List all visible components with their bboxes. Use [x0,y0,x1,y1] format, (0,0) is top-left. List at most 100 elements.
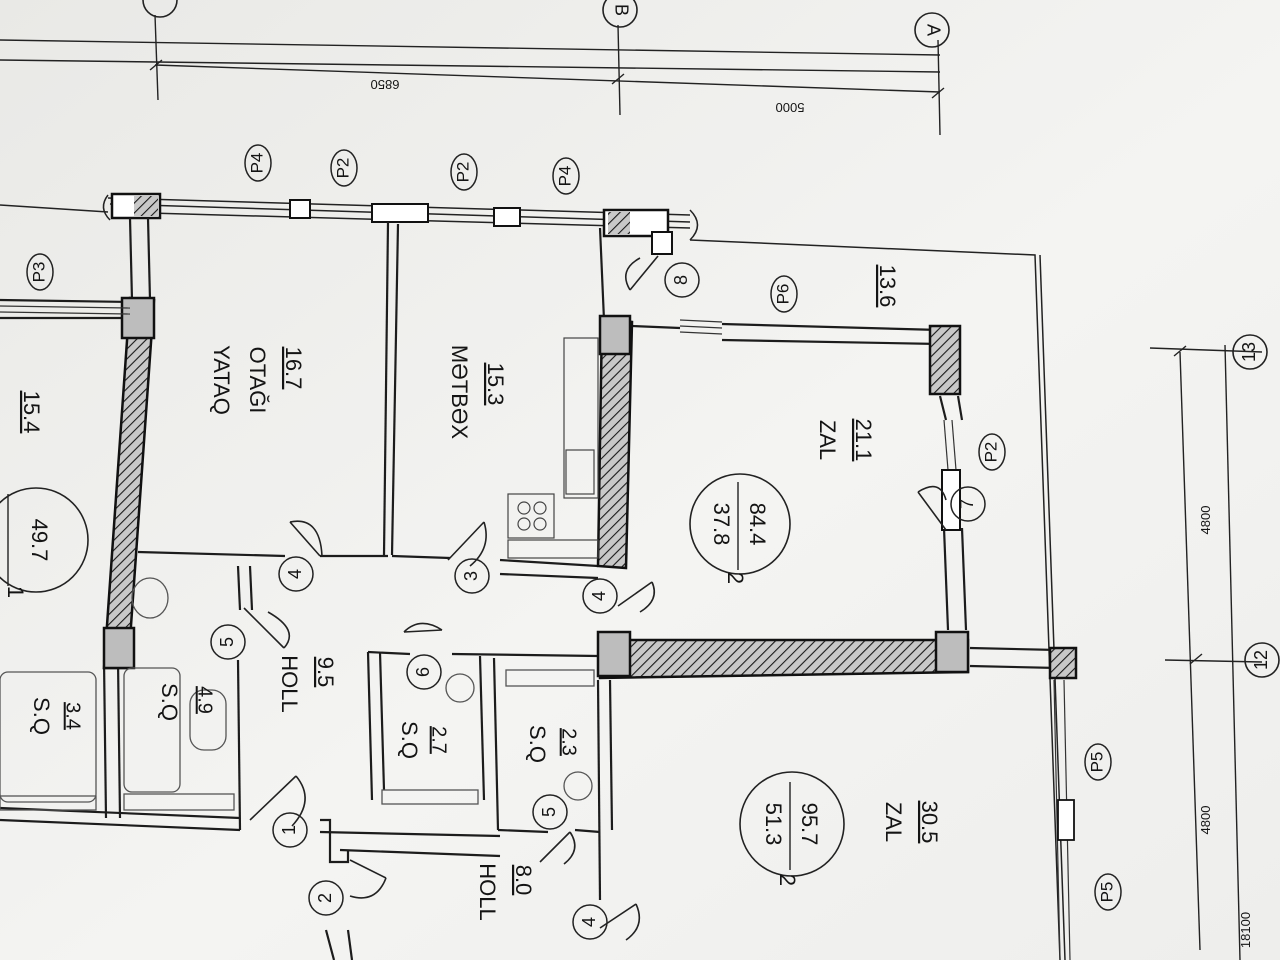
apartment-left-living: 49.7 [27,519,52,562]
axis-12-label: 12 [1251,650,1271,670]
axis-marker-partial [142,0,178,18]
interior-walls [0,217,1059,960]
window-tag-p3: P3 [26,253,54,291]
svg-text:7: 7 [957,499,977,509]
svg-text:P6: P6 [773,284,792,305]
room-name-holl-upper: HOLL [277,655,302,712]
room-area-yataq: 16.7 [281,347,306,390]
svg-text:4.9: 4.9 [194,686,216,714]
room-sq-d: S.Q 3.4 [29,697,84,735]
svg-text:4: 4 [589,591,609,601]
svg-text:P5: P5 [1097,882,1116,903]
room-zal-upper: ZAL 21.1 [815,419,876,462]
door-number-8: 8 [664,262,700,298]
apartment-upper-total: 84.4 [745,503,770,546]
door-number-4-zal: 4 [582,578,618,614]
window-tag-p2-b: P2 [450,153,478,191]
door-swings [243,255,947,941]
corner-column-right-hatch [608,212,630,234]
dimension-5000: 5000 [776,100,805,115]
window-tag-p2-a: P2 [330,149,358,187]
dimension-6850: 6850 [371,77,400,92]
room-sq-c: S.Q 2.3 [525,725,580,763]
axis-a-label: A [923,24,943,36]
room-metbex: MƏTBƏX 15.3 [447,345,508,440]
window-tag-p4-right: P4 [552,157,580,195]
window-pier-zal-lower [1057,799,1075,841]
svg-text:5: 5 [217,637,237,647]
room-area-left: 15.4 [19,391,44,434]
apartment-upper-rooms: 2 [723,572,748,584]
svg-text:6: 6 [413,667,433,677]
axis-marker-b: B [602,0,638,28]
dimension-4800-lower: 4800 [1198,806,1213,835]
room-name-zal-upper: ZAL [815,420,840,460]
svg-text:1: 1 [279,825,299,835]
svg-text:2.7: 2.7 [428,726,450,754]
corner-column-left-hatch [134,196,158,216]
door-number-6: 6 [406,654,442,690]
axis-b-label: B [611,4,631,16]
window-tag-p4-left: P4 [244,144,272,182]
room-name-metbex: MƏTBƏX [447,345,472,440]
door-number-7: 7 [950,486,986,522]
svg-text:5: 5 [539,807,559,817]
svg-text:P3: P3 [29,262,48,283]
svg-text:P2: P2 [453,162,472,183]
room-yataq-otagi: YATAQ OTAĞI 16.7 [209,345,306,415]
svg-text:4: 4 [579,917,599,927]
room-area-zal-lower: 30.5 [917,801,942,844]
pier-1 [289,199,311,219]
room-sq-b: S.Q 2.7 [397,721,450,759]
apartment-lower-total: 95.7 [797,803,822,846]
door-number-4-yataq: 4 [278,556,314,592]
svg-text:S.Q: S.Q [157,683,182,721]
door-number-2: 2 [308,880,344,916]
apartment-lower-rooms: 2 [775,874,800,886]
window-tag-p6: P6 [770,275,798,313]
room-name-otagi: OTAĞI [245,347,270,414]
dimension-18100: 18100 [1238,912,1253,948]
pier-3 [493,207,521,227]
svg-text:P2: P2 [333,158,352,179]
svg-text:S.Q: S.Q [29,697,54,735]
right-dimension-lines [1149,344,1263,960]
bathroom-fixtures [0,577,595,811]
room-name-holl-lower: HOLL [475,863,500,920]
apartment-summary-upper: 2 37.8 84.4 [689,473,791,584]
svg-text:3: 3 [461,571,481,581]
axis-marker-12: 12 [1244,642,1280,678]
svg-text:2: 2 [315,893,335,903]
svg-text:4: 4 [285,569,305,579]
svg-text:P2: P2 [981,442,1000,463]
door-number-5-sq: 5 [532,794,568,830]
svg-text:2.3: 2.3 [558,728,580,756]
svg-text:S.Q: S.Q [397,721,422,759]
top-dimension-lines [0,14,945,136]
door-number-5-holl: 5 [210,624,246,660]
column-stub [651,231,673,255]
window-tag-p5-b: P5 [1094,873,1122,911]
axis-marker-13: 13 [1232,334,1268,370]
apartment-left-prefix: 1 [3,586,28,598]
room-zal-lower: ZAL 30.5 [881,801,942,844]
dimension-4800-upper: 4800 [1198,506,1213,535]
svg-text:P4: P4 [555,166,574,187]
room-name-zal-lower: ZAL [881,802,906,842]
load-bearing-walls [102,296,1078,680]
room-sq-a: S.Q 4.9 [157,683,216,721]
apartment-lower-living: 51.3 [761,803,786,846]
svg-text:P5: P5 [1087,752,1106,773]
room-holl-upper: HOLL 9.5 [277,655,338,712]
door-number-4-bottom: 4 [572,904,608,940]
pier-2 [371,203,429,223]
room-holl-lower: HOLL 8.0 [475,863,536,920]
apartment-summary-left: 1 49.7 [0,487,89,598]
door-number-3: 3 [454,558,490,594]
apartment-summary-lower: 2 51.3 95.7 [739,771,845,886]
apartment-upper-living: 37.8 [709,503,734,546]
room-area-zal-upper: 21.1 [851,419,876,462]
kitchen-counter [507,337,599,559]
svg-text:3.4: 3.4 [62,702,84,730]
